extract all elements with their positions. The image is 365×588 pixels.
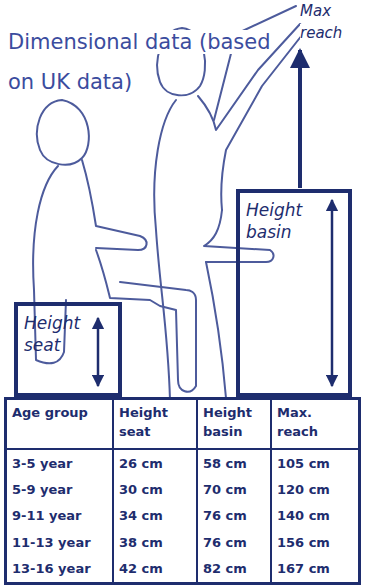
cell-text: 38 cm <box>119 533 163 552</box>
table-cell: 76 cm <box>198 529 272 555</box>
max-reach-text: Max reach <box>300 2 342 42</box>
table-cell: 42 cm <box>114 556 198 582</box>
cell-text: 5-9 year <box>12 480 73 499</box>
table-cell: 34 cm <box>114 503 198 529</box>
cell-text: 120 cm <box>277 480 330 499</box>
cell-text: 76 cm <box>203 506 247 525</box>
cell-text: 9-11 year <box>12 506 82 525</box>
table-cell: 13-16 year <box>7 556 114 582</box>
title-text: Dimensional data (based on UK data) <box>8 30 271 94</box>
table-cell: 9-11 year <box>7 503 114 529</box>
table-cell: 26 cm <box>114 450 198 476</box>
cell-text: 140 cm <box>277 506 330 525</box>
standing-legs <box>206 262 226 398</box>
cell-text: 70 cm <box>203 480 247 499</box>
table-cell: 58 cm <box>198 450 272 476</box>
table-header-cell: Max. reach <box>272 400 358 450</box>
table-cell: 105 cm <box>272 450 358 476</box>
seat-height-box: Height seat <box>14 302 122 397</box>
table-cell: 167 cm <box>272 556 358 582</box>
cell-text: 167 cm <box>277 559 330 578</box>
header-text: Max. reach <box>277 403 339 441</box>
cell-text: 13-16 year <box>12 559 91 578</box>
cell-text: 156 cm <box>277 533 330 552</box>
standing-back <box>154 100 176 400</box>
seated-head <box>37 100 89 165</box>
cell-text: 76 cm <box>203 533 247 552</box>
table-cell: 11-13 year <box>7 529 114 555</box>
table-header-cell: Height basin <box>198 400 272 450</box>
table-cell: 82 cm <box>198 556 272 582</box>
cell-text: 82 cm <box>203 559 247 578</box>
table-cell: 3-5 year <box>7 450 114 476</box>
table-cell: 5-9 year <box>7 476 114 502</box>
seated-legs <box>96 250 196 392</box>
header-text: Age group <box>12 403 107 422</box>
pointing-hand <box>214 6 296 120</box>
cell-text: 42 cm <box>119 559 163 578</box>
cell-text: 26 cm <box>119 454 163 473</box>
basin-height-arrow <box>331 200 334 386</box>
table-cell: 140 cm <box>272 503 358 529</box>
table-cell: 30 cm <box>114 476 198 502</box>
table-header-cell: Age group <box>7 400 114 450</box>
table-cell: 38 cm <box>114 529 198 555</box>
max-reach-arrow <box>298 50 302 188</box>
cell-text: 3-5 year <box>12 454 73 473</box>
table-cell: 76 cm <box>198 503 272 529</box>
header-text: Height basin <box>203 403 265 441</box>
basin-height-box: Height basin <box>236 189 352 397</box>
box-label: Height basin <box>240 193 308 243</box>
dimension-table: Age group Height seat Height basin Max. rea… <box>4 397 361 585</box>
table-cell: 156 cm <box>272 529 358 555</box>
table-header-cell: Height seat <box>114 400 198 450</box>
table-cell: 70 cm <box>198 476 272 502</box>
header-text: Height seat <box>119 403 181 441</box>
cell-text: 58 cm <box>203 454 247 473</box>
box-label: Height seat <box>18 306 86 356</box>
table-cell: 120 cm <box>272 476 358 502</box>
diagram-title: Dimensional data (based on UK data) <box>8 22 278 102</box>
cell-text: 11-13 year <box>12 533 91 552</box>
seated-arm <box>82 160 147 250</box>
seat-height-arrow <box>97 318 100 386</box>
seated-body <box>33 166 66 363</box>
cell-text: 105 cm <box>277 454 330 473</box>
max-reach-label: Max reach <box>300 0 362 44</box>
cell-text: 34 cm <box>119 506 163 525</box>
cell-text: 30 cm <box>119 480 163 499</box>
